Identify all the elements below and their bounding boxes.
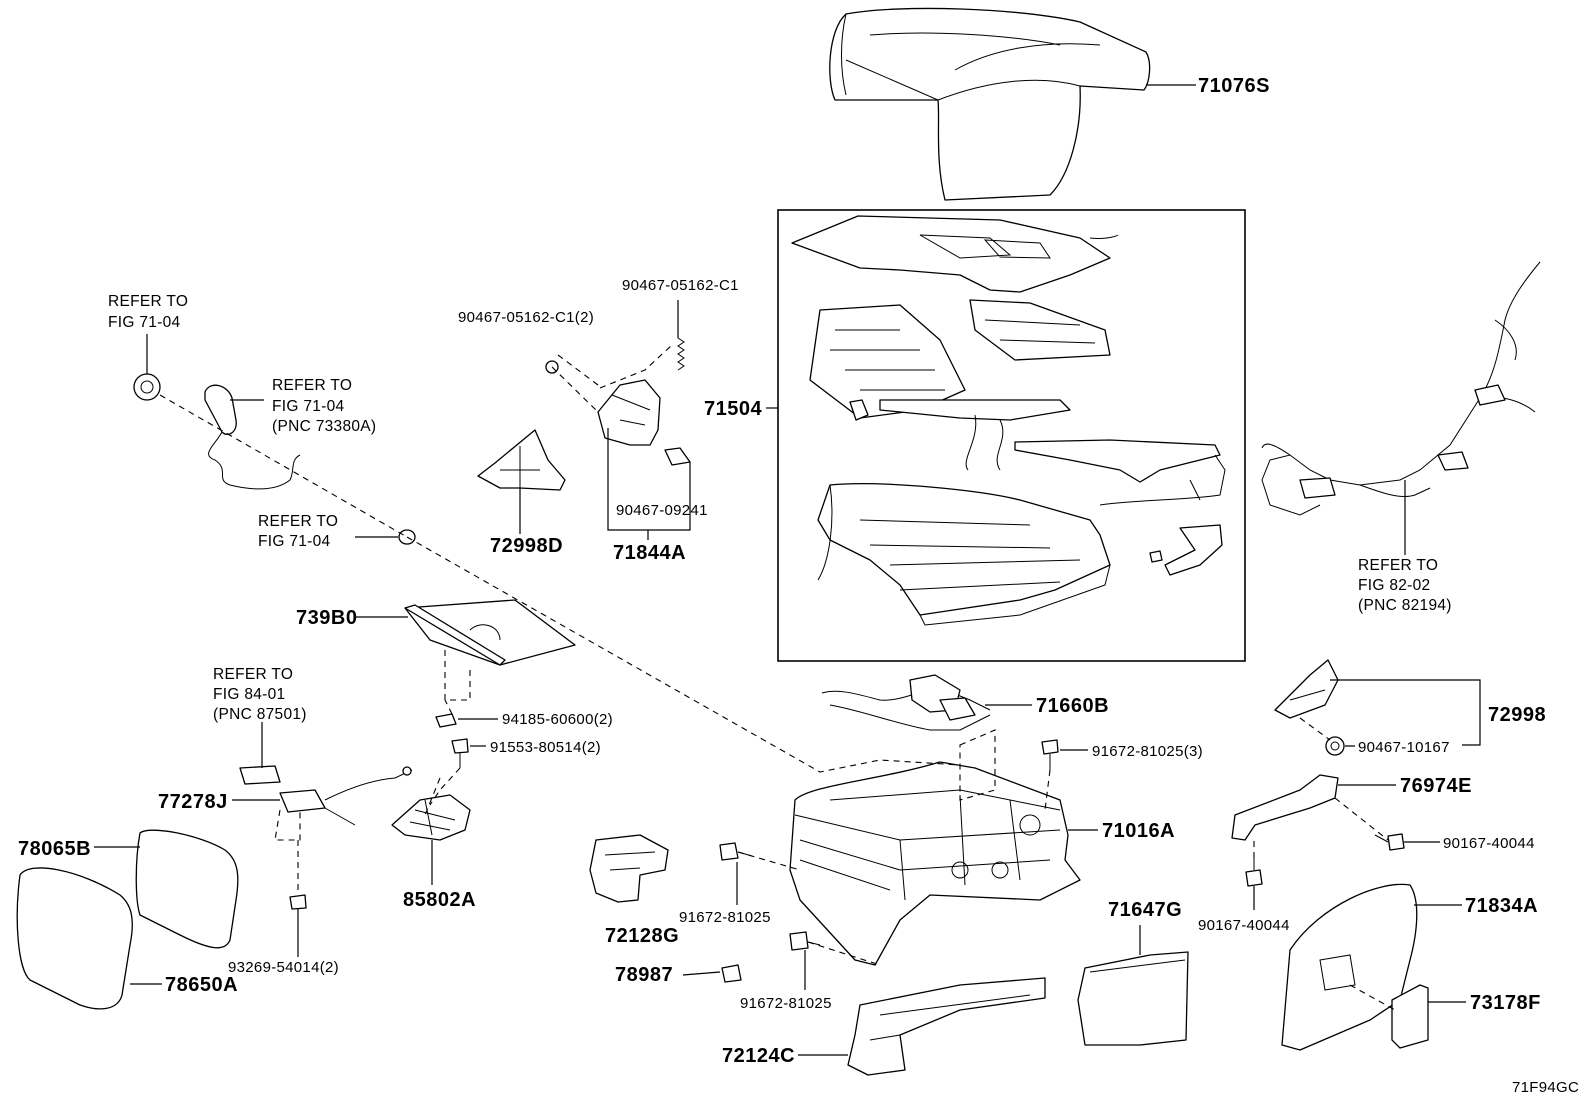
callout-73178F[interactable]: 73178F (1470, 992, 1541, 1014)
callout-72998[interactable]: 72998 (1488, 704, 1546, 726)
recliner-knob[interactable] (133, 373, 161, 401)
bracket-76974E[interactable] (1231, 774, 1339, 841)
callout-77278J[interactable]: 77278J (158, 791, 228, 813)
side-cover-78065B[interactable] (135, 829, 239, 949)
callout-90167-40044-a[interactable]: 90167-40044 (1443, 835, 1535, 852)
callout-76974E[interactable]: 76974E (1400, 775, 1472, 797)
callout-71076S[interactable]: 71076S (1198, 75, 1270, 97)
screw-90167-40044-b[interactable] (1245, 858, 1263, 887)
side-shield-71834A[interactable] (1281, 883, 1418, 1051)
svg-text:(PNC 82194): (PNC 82194) (1358, 597, 1452, 614)
callout-71016A[interactable]: 71016A (1102, 820, 1175, 842)
svg-text:FIG 71-04: FIG 71-04 (258, 533, 331, 550)
leader-lines (94, 84, 1481, 1056)
bolt-91553-80514[interactable] (451, 738, 469, 768)
assembly-lines (159, 344, 1396, 1011)
seat-wire-harness-inner[interactable] (1014, 439, 1226, 506)
part-callouts: 71076S 71504 72998D 71844A 90467-09241 9… (18, 75, 1546, 1067)
callout-78650A[interactable]: 78650A (165, 974, 238, 996)
side-cover-78650A[interactable] (16, 867, 133, 1010)
callout-90167-40044-b[interactable]: 90167-40044 (1198, 917, 1290, 934)
seat-cushion-cover[interactable] (829, 7, 1151, 201)
callout-739B0[interactable]: 739B0 (296, 607, 357, 629)
cover-plate-739B0[interactable] (404, 599, 576, 666)
callout-78987[interactable]: 78987 (615, 964, 673, 986)
callout-93269-54014-2[interactable]: 93269-54014(2) (228, 959, 339, 976)
control-module-77278J[interactable] (239, 765, 413, 826)
switch-assembly-71844A[interactable] (545, 360, 691, 466)
seat-small-clip[interactable] (1149, 524, 1223, 576)
clip-90467-10167[interactable] (1325, 736, 1345, 756)
svg-text:REFER TO: REFER TO (272, 377, 352, 394)
callout-71504[interactable]: 71504 (704, 398, 762, 420)
callout-91672-81025-a[interactable]: 91672-81025 (679, 909, 771, 926)
svg-text:FIG 82-02: FIG 82-02 (1358, 577, 1430, 594)
screw-90467-05162-C1[interactable] (677, 337, 685, 371)
svg-text:FIG 71-04: FIG 71-04 (272, 398, 345, 415)
seat-cushion-frame[interactable] (817, 483, 1111, 626)
svg-text:FIG 71-04: FIG 71-04 (108, 314, 181, 331)
seat-cushion-pad-rear[interactable] (969, 299, 1111, 361)
reference-fig-84-01[interactable]: REFER TO FIG 84-01 (PNC 87501) (213, 666, 307, 723)
callout-85802A[interactable]: 85802A (403, 889, 476, 911)
nut-94185-60600[interactable] (435, 713, 457, 728)
seat-heater-element[interactable] (849, 399, 1071, 471)
callout-91672-81025-3[interactable]: 91672-81025(3) (1092, 743, 1203, 760)
callout-91672-81025-b[interactable]: 91672-81025 (740, 995, 832, 1012)
callout-78065B[interactable]: 78065B (18, 838, 91, 860)
reference-fig-71-04-b[interactable]: REFER TO FIG 71-04 (PNC 73380A) (272, 377, 376, 435)
clip-78987[interactable] (721, 964, 742, 983)
seat-harness-right[interactable] (1261, 261, 1541, 516)
svg-text:FIG 84-01: FIG 84-01 (213, 686, 285, 703)
bracket-72998D[interactable] (477, 429, 566, 491)
callout-90467-09241[interactable]: 90467-09241 (616, 502, 708, 519)
reference-notes: REFER TO FIG 71-04 REFER TO FIG 71-04 (P… (108, 293, 1452, 723)
callout-72128G[interactable]: 72128G (605, 925, 679, 947)
bolt-91672-81025-b[interactable] (789, 931, 821, 951)
trim-cover-71647G[interactable] (1077, 951, 1189, 1046)
rail-cover-72124C[interactable] (847, 977, 1046, 1076)
callout-90467-10167[interactable]: 90467-10167 (1358, 739, 1450, 756)
svg-text:(PNC 87501): (PNC 87501) (213, 706, 307, 723)
callout-91553-80514-2[interactable]: 91553-80514(2) (490, 739, 601, 756)
callout-71660B[interactable]: 71660B (1036, 695, 1109, 717)
diagram-code: 71F94GC (1512, 1079, 1579, 1096)
reference-fig-82-02[interactable]: REFER TO FIG 82-02 (PNC 82194) (1358, 557, 1452, 614)
cover-73178F[interactable] (1391, 984, 1429, 1049)
callout-94185-60600-2[interactable]: 94185-60600(2) (502, 711, 613, 728)
bracket-72998[interactable] (1274, 659, 1339, 719)
seat-harness-71660B[interactable] (821, 674, 991, 731)
reference-fig-71-04-c[interactable]: REFER TO FIG 71-04 (258, 513, 338, 550)
seat-motor-85802A[interactable] (391, 794, 471, 841)
seat-frame-71016A[interactable] (789, 761, 1081, 966)
cover-72128G[interactable] (589, 834, 669, 903)
svg-text:REFER TO: REFER TO (108, 293, 188, 310)
callout-72998D[interactable]: 72998D (490, 535, 563, 557)
callout-90467-05162-C1[interactable]: 90467-05162-C1 (622, 277, 739, 294)
bolt-93269-54014[interactable] (289, 894, 307, 910)
lever-handle-73380A[interactable] (204, 384, 301, 490)
callout-90467-05162-C1-2[interactable]: 90467-05162-C1(2) (458, 309, 594, 326)
callout-71844A[interactable]: 71844A (613, 542, 686, 564)
svg-text:(PNC 73380A): (PNC 73380A) (272, 418, 376, 435)
svg-text:REFER TO: REFER TO (258, 513, 338, 530)
reference-fig-71-04-a[interactable]: REFER TO FIG 71-04 (108, 293, 188, 331)
bolt-91672-81025-3[interactable] (1041, 739, 1059, 770)
callout-72124C[interactable]: 72124C (722, 1045, 795, 1067)
bolt-91672-81025-a[interactable] (719, 842, 753, 861)
seat-cushion-pad-front[interactable] (809, 304, 966, 419)
callout-71647G[interactable]: 71647G (1108, 899, 1182, 921)
seat-heater-mat[interactable] (791, 215, 1119, 293)
callout-71834A[interactable]: 71834A (1465, 895, 1538, 917)
screw-90167-40044-a[interactable] (1374, 833, 1405, 851)
seat-cushion-assembly-box (777, 209, 1246, 662)
svg-text:REFER TO: REFER TO (213, 666, 293, 683)
svg-text:REFER TO: REFER TO (1358, 557, 1438, 574)
